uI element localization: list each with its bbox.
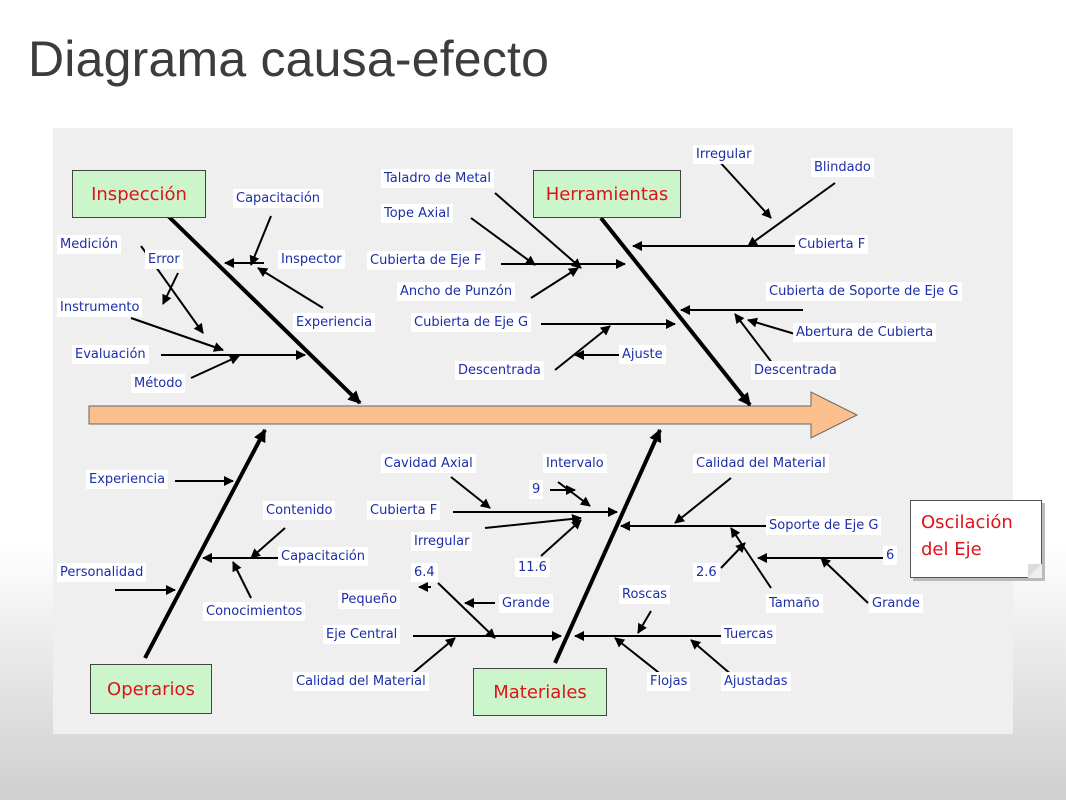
cause-medicion: Medición: [57, 235, 122, 254]
cause-blindado: Blindado: [811, 158, 874, 177]
cause-tope-axial: Tope Axial: [381, 204, 453, 223]
category-herramientas: Herramientas: [533, 170, 681, 218]
fishbone-diagram: Inspección Herramientas Operarios Materi…: [53, 128, 1042, 734]
cause-eje-central: Eje Central: [323, 625, 401, 644]
cause-cubierta-de-eje-f: Cubierta de Eje F: [367, 251, 485, 270]
category-materiales: Materiales: [473, 668, 607, 716]
cause-tuercas: Tuercas: [721, 625, 777, 644]
cause-grande: Grande: [499, 594, 553, 613]
category-inspeccion: Inspección: [72, 170, 206, 218]
slide-title: Diagrama causa-efecto: [28, 31, 550, 87]
cause-cubierta-f: Cubierta F: [367, 501, 441, 520]
cause-cavidad-axial: Cavidad Axial: [381, 454, 476, 473]
cause-9: 9: [529, 480, 544, 499]
cause-instrumento: Instrumento: [57, 298, 143, 317]
cause-calidad-del-material: Calidad del Material: [293, 672, 429, 691]
cause-descentrada: Descentrada: [455, 361, 544, 380]
cause-irregular: Irregular: [693, 145, 755, 164]
cause-experiencia: Experiencia: [86, 470, 169, 489]
bone-materiales: [553, 428, 662, 664]
cause-abertura-de-cubierta: Abertura de Cubierta: [793, 323, 937, 342]
cause-6-4: 6.4: [411, 563, 438, 582]
cause-grande: Grande: [869, 594, 923, 613]
cause-2-6: 2.6: [693, 563, 720, 582]
fishbone-lines: [88, 159, 886, 684]
effect-box: Oscilación del Eje: [910, 500, 1042, 578]
cause-contenido: Contenido: [263, 501, 336, 520]
effect-line-1: Oscilación: [921, 512, 1013, 533]
cause-6: 6: [883, 546, 898, 565]
cause-tamano: Tamaño: [766, 594, 823, 613]
cause-flojas: Flojas: [647, 672, 691, 691]
cause-cubierta-de-soporte: Cubierta de Soporte de Eje G: [766, 282, 962, 301]
cause-error: Error: [145, 250, 183, 269]
cause-capacitacion: Capacitación: [233, 189, 324, 208]
bone-herramientas: [599, 216, 752, 407]
bone-inspeccion: [163, 211, 362, 405]
cause-cubierta-f: Cubierta F: [795, 235, 869, 254]
category-operarios: Operarios: [90, 664, 212, 714]
cause-ajustadas: Ajustadas: [721, 672, 791, 691]
main-spine-arrow: [88, 391, 859, 439]
cause-11-6: 11.6: [515, 558, 550, 577]
cause-personalidad: Personalidad: [57, 563, 147, 582]
cause-descentrada: Descentrada: [751, 361, 840, 380]
page-fold: [1028, 564, 1042, 578]
bone-operarios: [143, 428, 267, 659]
cause-roscas: Roscas: [619, 585, 671, 604]
cause-ancho-de-punzon: Ancho de Punzón: [397, 282, 516, 301]
cause-cubierta-de-eje-g: Cubierta de Eje G: [411, 313, 532, 332]
cause-taladro-de-metal: Taladro de Metal: [381, 169, 495, 188]
cause-calidad-del-material: Calidad del Material: [693, 454, 829, 473]
cause-experiencia: Experiencia: [293, 313, 376, 332]
cause-soporte-de-eje-g: Soporte de Eje G: [766, 516, 882, 535]
cause-evaluacion: Evaluación: [72, 345, 149, 364]
cause-metodo: Método: [131, 374, 186, 393]
cause-conocimientos: Conocimientos: [203, 602, 306, 621]
effect-line-2: del Eje: [921, 539, 982, 560]
cause-pequeno: Pequeño: [338, 590, 401, 609]
cause-ajuste: Ajuste: [619, 345, 666, 364]
cause-intervalo: Intervalo: [543, 454, 607, 473]
cause-irregular: Irregular: [411, 532, 473, 551]
cause-capacitacion: Capacitación: [278, 547, 369, 566]
cause-inspector: Inspector: [278, 250, 345, 269]
